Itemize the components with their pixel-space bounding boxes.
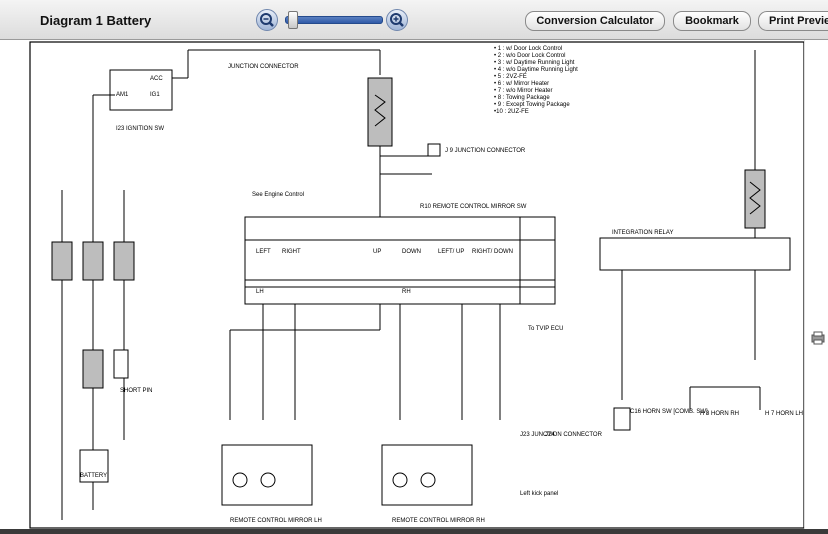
zoom-slider-thumb[interactable] <box>288 11 298 29</box>
mirror-rh-label: REMOTE CONTROL MIRROR RH <box>392 518 485 524</box>
diagram-viewport[interactable]: • 1 : w/ Door Lock Control • 2 : w/o Doo… <box>0 40 805 529</box>
junction-connector-label: JUNCTION CONNECTOR <box>228 64 299 70</box>
integration-relay-label: INTEGRATION RELAY <box>612 230 673 236</box>
zoom-in-icon <box>390 13 404 27</box>
printer-icon-graphic <box>811 331 825 345</box>
down-label: DOWN <box>402 249 421 255</box>
h7-label: H 7 HORN LH <box>765 411 803 417</box>
left-kick-panel-label: Left kick panel <box>520 491 558 497</box>
right-label: RIGHT <box>282 249 301 255</box>
zoom-out-icon <box>260 13 274 27</box>
legend-line-4: • 4 : w/o Daytime Running Light <box>494 67 578 73</box>
zoom-out-button[interactable] <box>256 9 278 31</box>
acc-label: ACC <box>150 76 163 82</box>
left-up-label: LEFT/ UP <box>438 249 464 255</box>
c16-label: C16 HORN SW [COMB. SW] <box>630 409 708 415</box>
left-label: LEFT <box>256 249 271 255</box>
legend-line-7: • 7 : w/o Mirror Heater <box>494 88 552 94</box>
print-preview-button[interactable]: Print Previe <box>758 11 828 31</box>
short-pin-label: SHORT PIN <box>120 388 152 394</box>
j9-label: J 9 JUNCTION CONNECTOR <box>445 148 526 154</box>
conversion-calculator-button[interactable]: Conversion Calculator <box>525 11 665 31</box>
wiring-diagram: • 1 : w/ Door Lock Control • 2 : w/o Doo… <box>29 41 805 529</box>
bookmark-button[interactable]: Bookmark <box>673 11 751 31</box>
lh-label: LH <box>256 289 264 295</box>
legend-line-10: •10 : 2UZ-FE <box>494 109 529 115</box>
r10-label: R10 REMOTE CONTROL MIRROR SW <box>420 204 527 210</box>
printer-icon[interactable] <box>810 330 826 346</box>
to-tvip-label: To TVIP ECU <box>528 326 563 332</box>
right-down-label: RIGHT/ DOWN <box>472 249 513 255</box>
legend-line-3: • 3 : w/ Daytime Running Light <box>494 60 575 66</box>
rh-label: RH <box>402 289 411 295</box>
battery-label: BATTERY <box>80 473 107 479</box>
h8-label: H 8 HORN RH <box>700 411 739 417</box>
j23-label: J23 JUNCTION CONNECTOR <box>520 432 603 438</box>
up-label: UP <box>373 249 381 255</box>
vertical-scrollbar[interactable] <box>804 40 828 529</box>
legend-line-6: • 6 : w/ Mirror Heater <box>494 81 549 87</box>
am1-label: AM1 <box>116 92 129 98</box>
mirror-lh-label: REMOTE CONTROL MIRROR LH <box>230 518 322 524</box>
ignition-sw-label: I23 IGNITION SW <box>116 126 164 132</box>
zoom-in-button[interactable] <box>386 9 408 31</box>
toolbar: Diagram 1 Battery Conversion Calculator … <box>0 0 828 40</box>
zoom-slider-track[interactable] <box>285 16 383 24</box>
legend-line-2: • 2 : w/o Door Lock Control <box>494 53 565 59</box>
see-engine-control-label: See Engine Control <box>252 192 304 198</box>
legend-line-1: • 1 : w/ Door Lock Control <box>494 46 562 52</box>
legend-line-9: • 9 : Except Towing Package <box>494 102 570 108</box>
ig1-label: IG1 <box>150 92 160 98</box>
page-title: Diagram 1 Battery <box>40 13 152 28</box>
legend-line-5: • 5 : 2VZ-FE <box>494 74 527 80</box>
j24-label: J24 <box>545 432 555 438</box>
legend-line-8: • 8 : Towing Package <box>494 95 550 101</box>
